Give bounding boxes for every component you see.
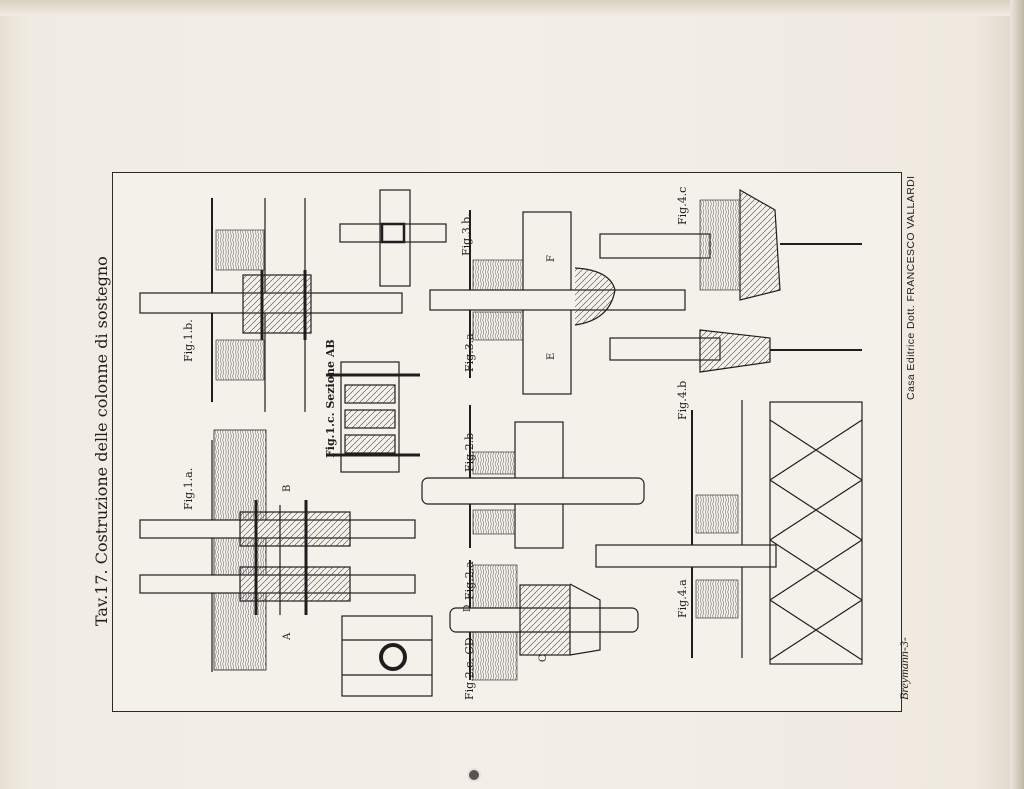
fig-1a-double-column bbox=[139, 429, 416, 672]
fig-3a-column-with-bracket bbox=[429, 210, 686, 395]
page-top-edge bbox=[0, 0, 1024, 16]
figure-label: Fig.3.a bbox=[463, 333, 476, 372]
fig-2c-section-cd bbox=[341, 615, 433, 697]
fig-4c-column-bearing bbox=[599, 188, 862, 301]
figure-label: Fig.2.a bbox=[463, 561, 476, 600]
section-letter: F bbox=[546, 255, 557, 262]
section-letter: C bbox=[538, 654, 549, 662]
fig-1c-section-ab bbox=[326, 361, 420, 473]
section-letter: E bbox=[546, 352, 557, 360]
fig-2a-column-through-floor bbox=[449, 560, 639, 681]
figure-label: Fig.3.b. bbox=[460, 213, 473, 256]
fig-4a-lattice-girder bbox=[595, 400, 863, 665]
binder-hole bbox=[467, 768, 481, 782]
figure-label: Fig.2.c. CD bbox=[463, 637, 476, 700]
section-letter: B bbox=[282, 484, 293, 492]
figure-label: Fig.1.b. bbox=[182, 319, 195, 362]
figure-label: Fig.4.c bbox=[676, 186, 689, 225]
publisher-credit: Casa Editrice Dott. FRANCESCO VALLARDI bbox=[905, 175, 917, 400]
figure-label: Fig.1.c. Sezione AB bbox=[324, 339, 337, 458]
page-stack-edge bbox=[1010, 0, 1024, 789]
figure-label: Fig.4.a bbox=[676, 579, 689, 618]
fig-1b-single-column bbox=[139, 198, 403, 412]
figure-label: Fig.4.b bbox=[676, 380, 689, 420]
author-signature: Breymann-3- bbox=[897, 637, 911, 700]
fig-4b-column-tapered bbox=[609, 329, 862, 373]
plate-title: Tav.17. Costruzione delle colonne di sos… bbox=[92, 256, 111, 626]
cross-joint-detail bbox=[339, 189, 447, 287]
section-letter: A bbox=[282, 632, 293, 640]
figure-label: Fig.2.b bbox=[463, 432, 476, 472]
section-letter: D bbox=[463, 604, 473, 612]
figure-label: Fig.1.a. bbox=[182, 467, 195, 510]
fig-2b-column-joint bbox=[421, 405, 645, 549]
